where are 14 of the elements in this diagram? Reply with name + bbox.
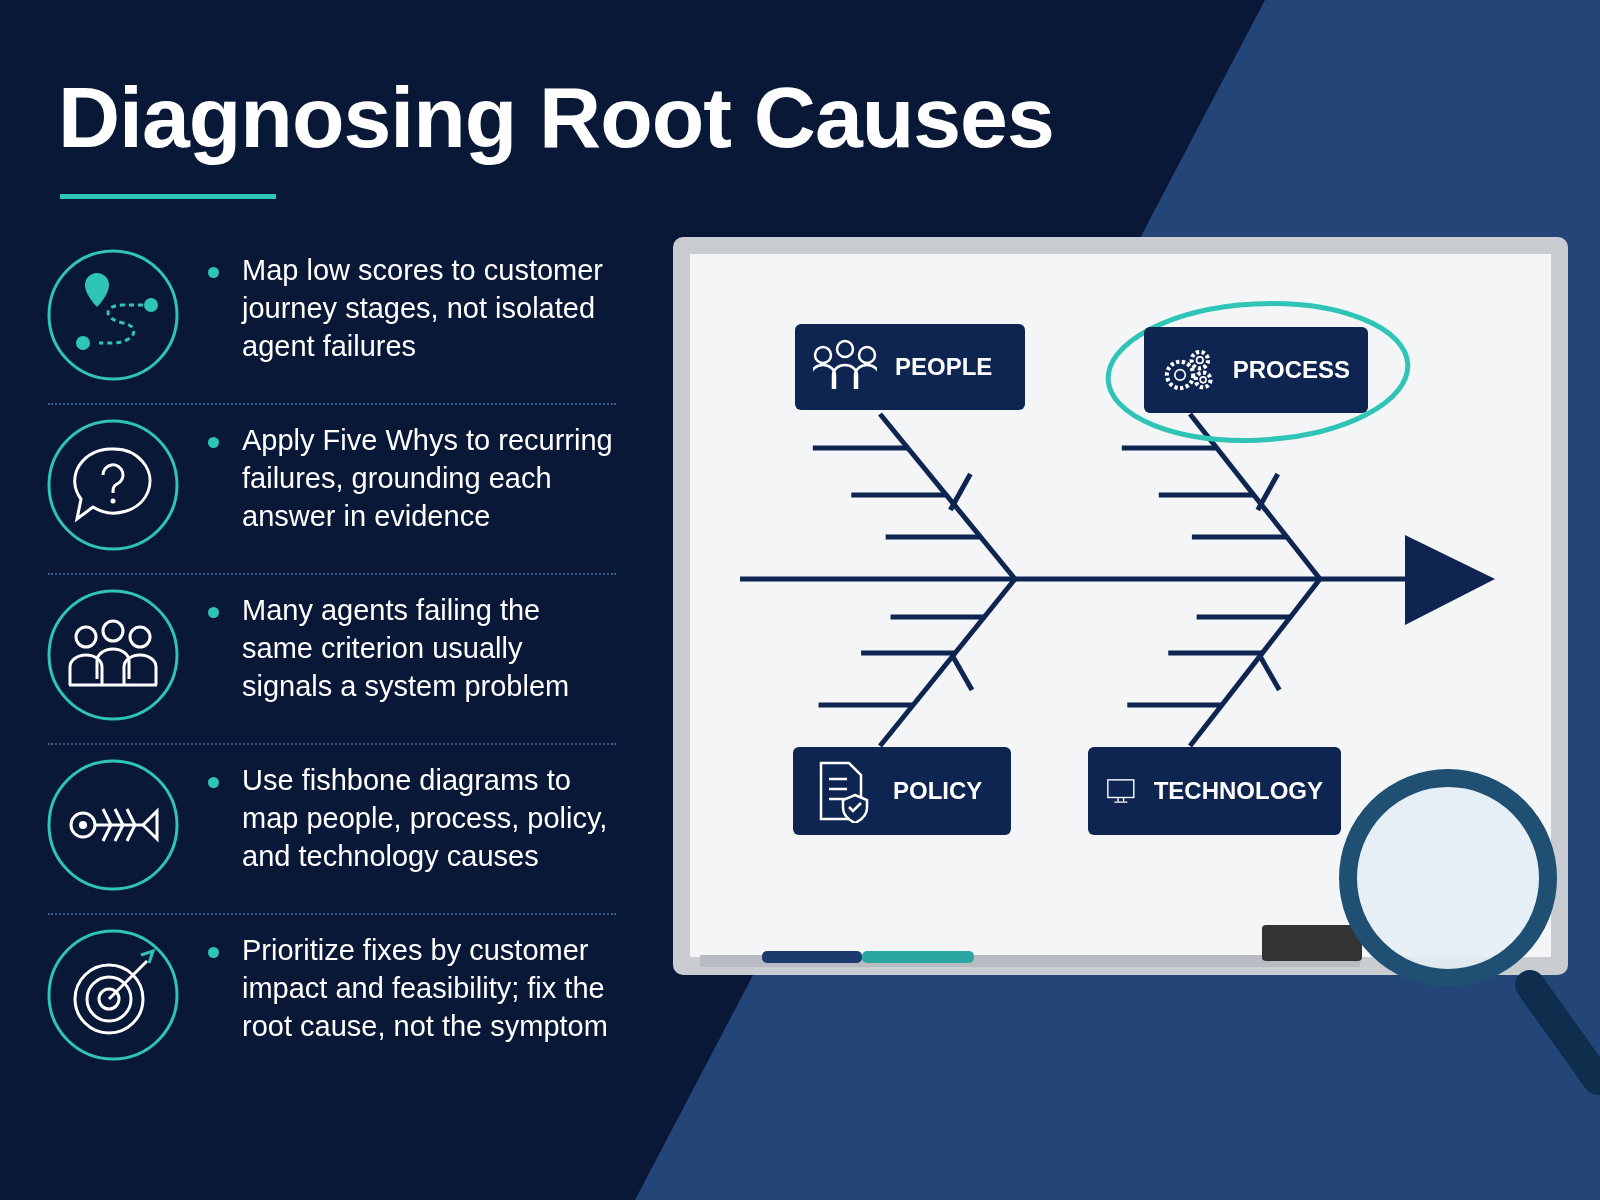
category-label: POLICY (893, 777, 983, 805)
category-box (1144, 327, 1368, 413)
category-box (1088, 747, 1341, 835)
bullet-text: Use fishbone diagrams to map people, process, policy, and technology causes (242, 763, 609, 874)
category-box (795, 324, 1025, 410)
bullet-text: Many agents failing the same criterion usually signals a system problem (242, 593, 571, 704)
bullet-text: Prioritize fixes by customer impact and feasibility; fix the root cause, not the symptom (242, 933, 609, 1044)
category-label: PEOPLE (895, 353, 993, 381)
category-label: TECHNOLOGY (1153, 777, 1323, 805)
title: Diagnosing Root Causes (58, 68, 1054, 167)
category-label: PROCESS (1232, 356, 1350, 384)
bullet-text: Apply Five Whys to recurring failures, grounding each answer in evidence (242, 423, 614, 534)
bullet-text: Map low scores to customer journey stages, not isolated agent failures (242, 253, 604, 364)
category-box (793, 747, 1011, 835)
